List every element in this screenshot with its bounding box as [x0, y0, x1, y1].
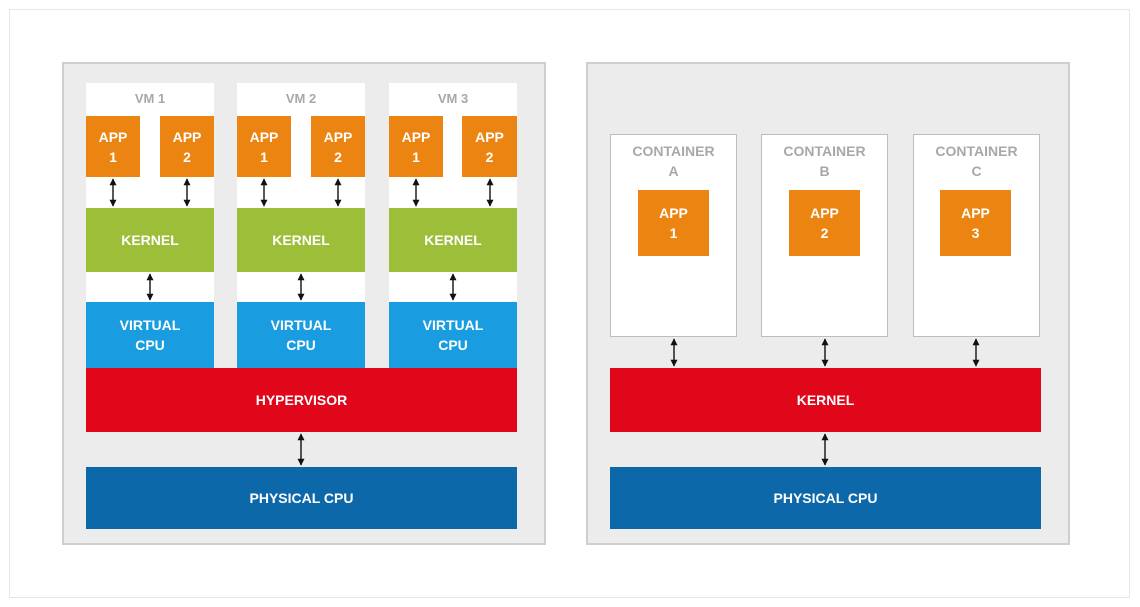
vm-2-kernel: KERNEL — [237, 208, 365, 272]
container-physical-cpu-layer: PHYSICAL CPU — [610, 467, 1041, 529]
container-a-app: APP 1 — [638, 190, 709, 256]
vm-2-virtual-cpu: VIRTUAL CPU — [237, 302, 365, 368]
container-a-title: CONTAINER A — [632, 143, 715, 179]
host-kernel-layer: KERNEL — [610, 368, 1041, 432]
vm-physical-cpu-layer: PHYSICAL CPU — [86, 467, 517, 529]
vm-3-title: VM 3 — [437, 91, 469, 106]
vm-2-app-1: APP 1 — [237, 116, 291, 177]
vm-2-title: VM 2 — [285, 91, 317, 106]
vm-3-app-1: APP 1 — [389, 116, 443, 177]
vm-1-app-2: APP 2 — [160, 116, 214, 177]
vm-2-app-2: APP 2 — [311, 116, 365, 177]
vm-3-virtual-cpu: VIRTUAL CPU — [389, 302, 517, 368]
vm-1-virtual-cpu: VIRTUAL CPU — [86, 302, 214, 368]
vm-1-title: VM 1 — [134, 91, 166, 106]
container-b-title: CONTAINER B — [783, 143, 866, 179]
outer-frame — [9, 9, 1130, 598]
vm-3-kernel: KERNEL — [389, 208, 517, 272]
vm-1-app-1: APP 1 — [86, 116, 140, 177]
hypervisor-layer: HYPERVISOR — [86, 368, 517, 432]
container-c-title: CONTAINER C — [935, 143, 1018, 179]
container-c-app: APP 3 — [940, 190, 1011, 256]
vm-1-kernel: KERNEL — [86, 208, 214, 272]
container-b-app: APP 2 — [789, 190, 860, 256]
vm-3-app-2: APP 2 — [462, 116, 517, 177]
